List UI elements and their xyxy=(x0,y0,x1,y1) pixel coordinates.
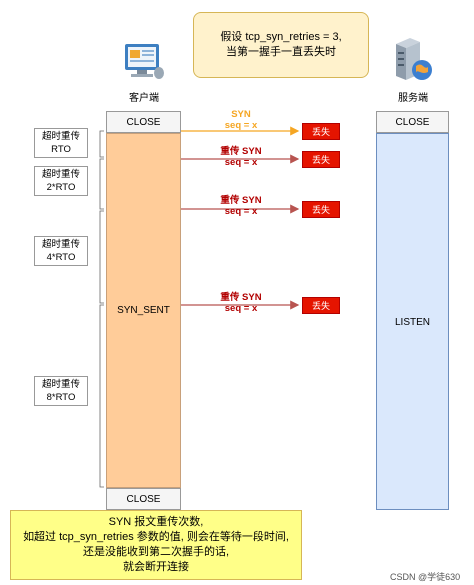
message-title: 重传 SYN xyxy=(220,195,262,206)
client-label: 客户端 xyxy=(129,93,159,104)
message-seq: seq = x xyxy=(224,303,258,314)
message-label: 重传 SYN seq = x xyxy=(205,146,277,168)
top-note: 假设 tcp_syn_retries = 3, 当第一握手一直丢失时 xyxy=(193,12,369,78)
server-close-state: CLOSE xyxy=(376,111,449,133)
timeout-label: 超时重传 xyxy=(41,239,80,250)
server-listen-label: LISTEN xyxy=(394,317,430,328)
bracket-rto-1 xyxy=(99,130,104,158)
timeout-box: 超时重传 2*RTO xyxy=(34,166,88,196)
message-title: SYN xyxy=(231,109,251,120)
lost-badge: 丢失 xyxy=(302,297,340,314)
client-computer-icon xyxy=(121,40,165,82)
message-label: 重传 SYN seq = x xyxy=(205,195,277,217)
lost-badge: 丢失 xyxy=(302,123,340,140)
timeout-label: 超时重传 xyxy=(41,131,80,142)
timeout-label: 超时重传 xyxy=(41,169,80,180)
bracket-rto-3 xyxy=(99,210,104,304)
timeout-value: 2*RTO xyxy=(46,182,76,193)
timeout-box: 超时重传 RTO xyxy=(34,128,88,158)
message-seq: seq = x xyxy=(224,157,258,168)
message-seq: seq = x xyxy=(224,120,258,131)
client-syn-sent-label: SYN_SENT xyxy=(117,305,170,316)
server-label: 服务端 xyxy=(398,93,428,104)
timeout-value: 4*RTO xyxy=(46,252,76,263)
bottom-note: SYN 报文重传次数, 如超过 tcp_syn_retries 参数的值, 则会… xyxy=(10,510,302,580)
client-syn-sent-bar xyxy=(106,133,181,488)
watermark: CSDN @学徒630 xyxy=(390,572,461,582)
message-title: 重传 SYN xyxy=(220,146,262,157)
bottom-note-text: SYN 报文重传次数, 如超过 tcp_syn_retries 参数的值, 则会… xyxy=(23,516,289,573)
top-note-text: 假设 tcp_syn_retries = 3, 当第一握手一直丢失时 xyxy=(220,31,342,58)
timeout-label: 超时重传 xyxy=(41,379,80,390)
lost-badge: 丢失 xyxy=(302,201,340,218)
timeout-box: 超时重传 8*RTO xyxy=(34,376,88,406)
bracket-rto-2 xyxy=(99,158,104,210)
lost-badge: 丢失 xyxy=(302,151,340,168)
server-listen-bar xyxy=(376,133,449,510)
message-title: 重传 SYN xyxy=(220,292,262,303)
server-icon xyxy=(390,36,436,84)
timeout-value: 8*RTO xyxy=(46,392,76,403)
message-seq: seq = x xyxy=(224,206,258,217)
timeout-box: 超时重传 4*RTO xyxy=(34,236,88,266)
message-label: SYN seq = x xyxy=(205,109,277,131)
bracket-rto-4 xyxy=(99,304,104,488)
timeout-value: RTO xyxy=(51,144,71,155)
message-label: 重传 SYN seq = x xyxy=(205,292,277,314)
client-close-top-state: CLOSE xyxy=(106,111,181,133)
client-close-bottom-state: CLOSE xyxy=(106,488,181,510)
